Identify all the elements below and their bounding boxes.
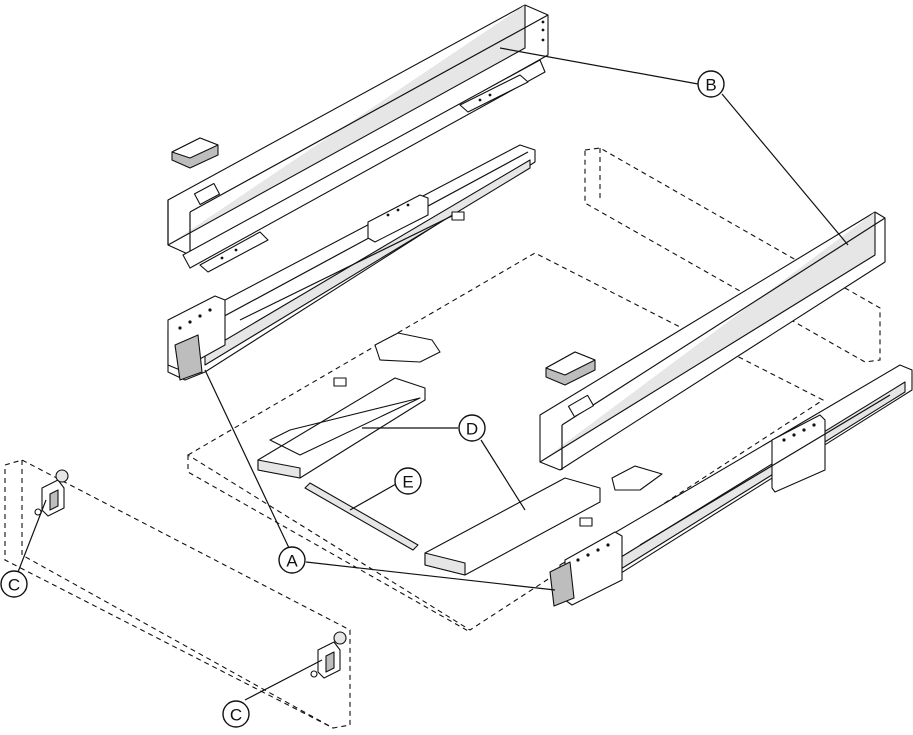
callout-a: A [278, 546, 306, 574]
left-runner [167, 144, 536, 381]
callout-d: D [458, 414, 486, 442]
callout-b: B [697, 70, 725, 98]
front-fixing-bracket-upper [34, 469, 69, 517]
cover-cap-right [545, 351, 596, 386]
drawer-front-panel-outline [4, 459, 351, 729]
left-drawer-side-profile [167, 4, 549, 273]
drawer-bottom-outline [186, 252, 825, 633]
right-drawer-side-profile [539, 211, 886, 471]
callout-c-upper: C [0, 570, 28, 598]
callout-c-lower: C [222, 700, 250, 728]
right-runner [549, 364, 913, 607]
callout-c-lower-label: C [230, 706, 242, 725]
stabiliser-plate-back [257, 332, 441, 479]
stabiliser-plate-front [424, 465, 663, 576]
front-fixing-bracket-lower [310, 631, 347, 679]
callout-b-label: B [705, 76, 716, 95]
callout-e: E [394, 467, 422, 495]
cover-cap-left [171, 137, 219, 169]
callout-a-label: A [286, 552, 298, 571]
callout-c-upper-label: C [8, 576, 20, 595]
callout-e-label: E [402, 473, 413, 492]
leader-lines [17, 47, 849, 701]
connecting-rod [304, 482, 419, 551]
drawer-back-panel-outline [584, 147, 881, 363]
callout-d-label: D [466, 420, 478, 439]
